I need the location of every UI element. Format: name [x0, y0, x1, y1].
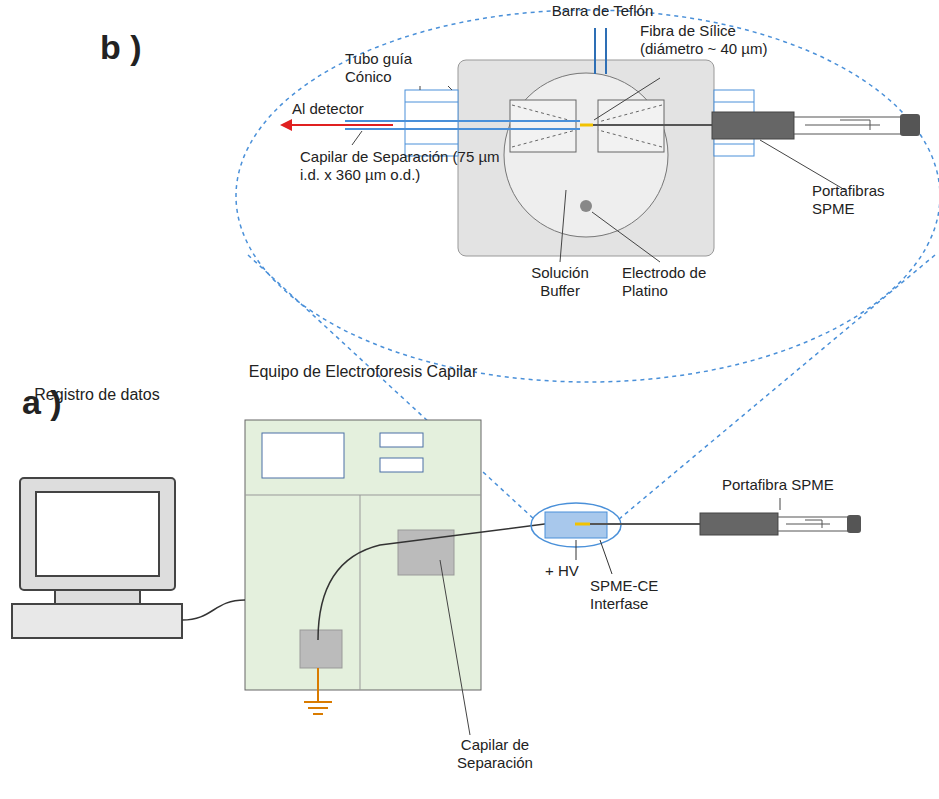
part-label: Al detector [292, 100, 382, 118]
part-label: Tubo guía Cónico [345, 50, 435, 86]
cable-connector [182, 600, 245, 620]
computer-node: Registro de datos [12, 385, 182, 640]
part-label: Capilar de Separación (75 µm i.d. x 360 … [300, 148, 500, 184]
part-label: Barra de Teflón [540, 2, 665, 20]
part-label: Solución Buffer [520, 264, 600, 300]
part-label: Portafibra SPME [722, 476, 852, 494]
part-label: SPME-CE Interfase [590, 577, 700, 613]
node-heading: Equipo de Electroforesis Capilar [245, 362, 481, 381]
instrument-node: Equipo de Electroforesis Capilar [245, 362, 481, 690]
part-label: Capilar de Separación [440, 736, 550, 772]
part-label: Fibra de Sílice (diámetro ~ 40 µm) [640, 22, 800, 58]
panel-letter: a ) [22, 383, 102, 421]
panel-letter: b ) [100, 28, 180, 66]
part-label: Electrodo de Platino [622, 264, 732, 300]
part-label: Portafibras SPME [812, 182, 922, 218]
